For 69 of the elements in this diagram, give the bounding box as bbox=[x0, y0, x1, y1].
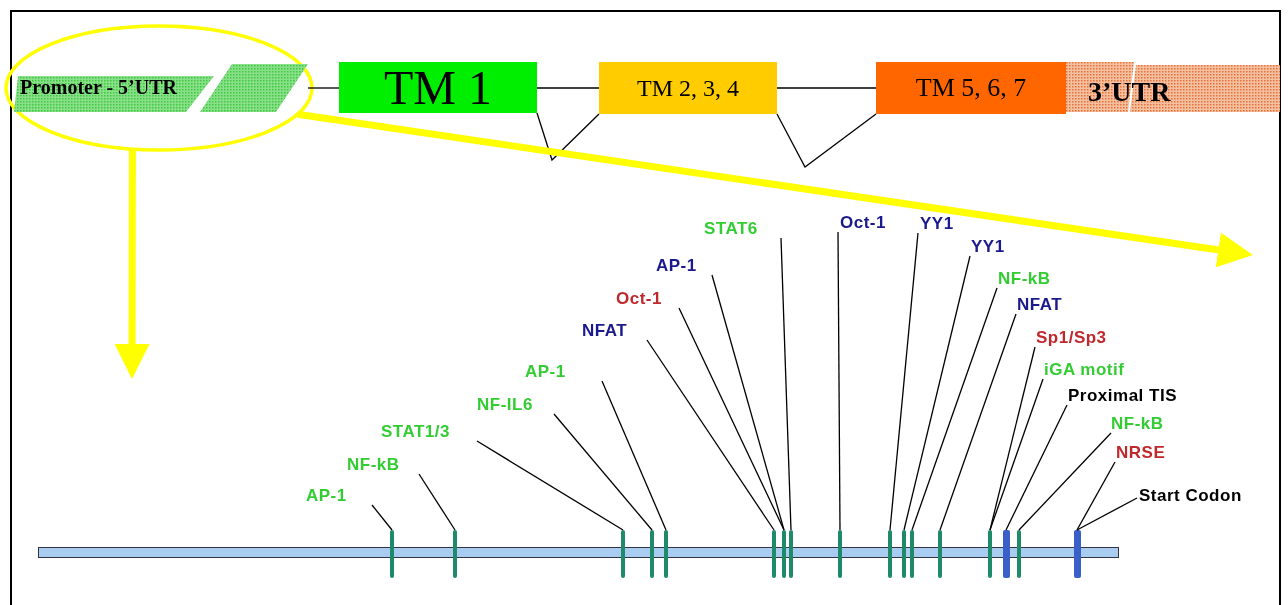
leader-line bbox=[418, 473, 456, 531]
binding-site-mark bbox=[650, 530, 654, 578]
binding-site-mark bbox=[782, 530, 786, 578]
leader-line bbox=[889, 232, 919, 531]
factor-label: NF-kB bbox=[347, 455, 400, 475]
binding-site-mark bbox=[789, 530, 793, 578]
exon-box: TM 5, 6, 7 bbox=[876, 62, 1066, 114]
leader-line bbox=[1076, 461, 1116, 531]
connector-line bbox=[776, 87, 877, 89]
leader-line bbox=[1018, 432, 1112, 531]
factor-label: iGA motif bbox=[1044, 360, 1125, 380]
leader-line bbox=[939, 313, 1017, 531]
binding-site-mark bbox=[910, 530, 914, 578]
leader-line bbox=[678, 307, 785, 531]
binding-site-mark bbox=[902, 530, 906, 578]
factor-label: Proximal TIS bbox=[1068, 386, 1177, 406]
leader-line bbox=[1076, 497, 1138, 531]
leader-line bbox=[711, 274, 785, 531]
highlight-ellipse bbox=[4, 24, 314, 152]
leader-line bbox=[601, 380, 667, 531]
factor-label: AP-1 bbox=[656, 256, 697, 276]
arrow bbox=[114, 149, 150, 379]
connector-line bbox=[776, 113, 877, 168]
connector-line bbox=[307, 87, 340, 89]
binding-site-mark bbox=[772, 530, 776, 578]
factor-label: Oct-1 bbox=[616, 289, 662, 309]
leader-line bbox=[476, 440, 624, 531]
factor-label: NF-IL6 bbox=[477, 395, 533, 415]
binding-site-mark bbox=[621, 530, 625, 578]
factor-label: YY1 bbox=[920, 214, 954, 234]
factor-label: NRSE bbox=[1116, 443, 1166, 463]
leader-line bbox=[371, 504, 393, 531]
connector-line bbox=[536, 87, 600, 89]
leader-line bbox=[553, 413, 653, 531]
factor-label: YY1 bbox=[971, 237, 1005, 257]
leader-line bbox=[837, 231, 841, 531]
connector-line bbox=[536, 112, 600, 162]
leader-line bbox=[646, 339, 775, 531]
factor-label: Start Codon bbox=[1139, 486, 1242, 506]
factor-label: NF-kB bbox=[1111, 414, 1164, 434]
leader-line bbox=[911, 287, 998, 531]
leader-line bbox=[780, 237, 792, 531]
factor-label: NF-kB bbox=[998, 269, 1051, 289]
factor-label: STAT1/3 bbox=[381, 422, 450, 442]
arrow bbox=[297, 110, 1253, 268]
region-label: 3’UTR bbox=[1088, 78, 1171, 106]
factor-label: AP-1 bbox=[306, 486, 347, 506]
binding-site-mark bbox=[664, 530, 668, 578]
leader-line bbox=[903, 255, 971, 531]
binding-site-mark bbox=[838, 530, 842, 578]
binding-site-mark bbox=[1002, 530, 1010, 578]
binding-site-mark bbox=[453, 530, 457, 578]
exon-box: TM 2, 3, 4 bbox=[599, 62, 777, 114]
factor-label: Sp1/Sp3 bbox=[1036, 328, 1107, 348]
leader-line bbox=[989, 378, 1044, 531]
binding-site-mark bbox=[888, 530, 892, 578]
factor-label: NFAT bbox=[1017, 295, 1063, 315]
binding-site-mark bbox=[1017, 530, 1021, 578]
exon-box: TM 1 bbox=[339, 62, 537, 113]
factor-label: AP-1 bbox=[525, 362, 566, 382]
factor-label: NFAT bbox=[582, 321, 628, 341]
region-label: Promoter - 5’UTR bbox=[20, 77, 177, 97]
binding-site-mark bbox=[1073, 530, 1081, 578]
leader-line bbox=[1005, 404, 1068, 531]
binding-site-mark bbox=[390, 530, 394, 578]
factor-label: STAT6 bbox=[704, 219, 758, 239]
binding-site-mark bbox=[938, 530, 942, 578]
factor-label: Oct-1 bbox=[840, 213, 886, 233]
binding-site-mark bbox=[988, 530, 992, 578]
